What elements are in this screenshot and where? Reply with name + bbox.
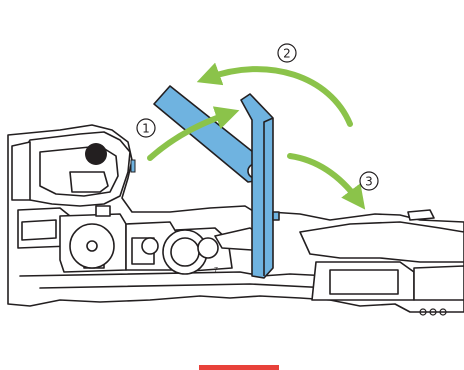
left-side-panel-inset (22, 220, 56, 240)
accent-bar (199, 365, 279, 370)
base-label: 7 (214, 267, 218, 274)
small-gear (142, 238, 158, 254)
right-latch (408, 210, 434, 220)
step-number: 2 (283, 47, 291, 61)
lever-upright-stop (273, 212, 279, 220)
roller-bracket (70, 172, 108, 192)
step-badge-1: 1 (137, 119, 155, 137)
black-roller (85, 143, 107, 165)
right-carriage (300, 222, 464, 262)
step-number: 1 (142, 122, 150, 136)
step-badge-3: 3 (360, 172, 378, 190)
blue-tab (131, 160, 135, 172)
right-carriage-window (330, 270, 398, 294)
roller-housing-lip (12, 142, 30, 200)
small-clip (96, 206, 110, 216)
arrow-3 (290, 156, 358, 200)
right-roller-inner (171, 238, 199, 266)
right-end-cap (414, 266, 464, 300)
idler-gear (198, 238, 218, 258)
step-badge-2: 2 (278, 44, 296, 62)
step-number: 3 (365, 175, 373, 189)
left-gear-hub (87, 241, 97, 251)
